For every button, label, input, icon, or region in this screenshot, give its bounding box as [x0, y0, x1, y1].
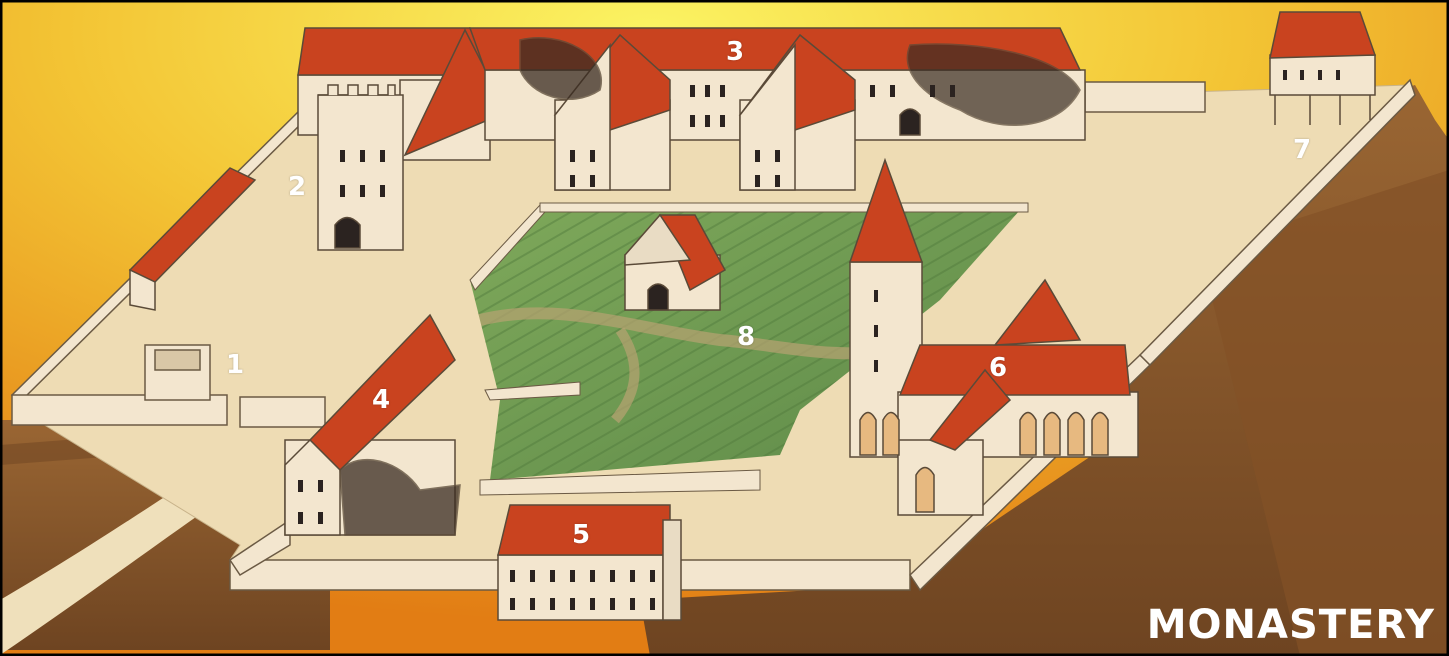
location-1-label[interactable]: 1: [226, 350, 244, 380]
location-7-label[interactable]: 7: [1293, 135, 1311, 165]
location-2-label[interactable]: 2: [288, 172, 306, 202]
location-6-label[interactable]: 6: [989, 353, 1007, 383]
location-5-label[interactable]: 5: [572, 520, 590, 550]
location-8-label[interactable]: 8: [737, 322, 755, 352]
location-4-label[interactable]: 4: [372, 385, 390, 415]
location-3-label[interactable]: 3: [726, 37, 744, 67]
map-title: MONASTERY: [1147, 602, 1435, 648]
